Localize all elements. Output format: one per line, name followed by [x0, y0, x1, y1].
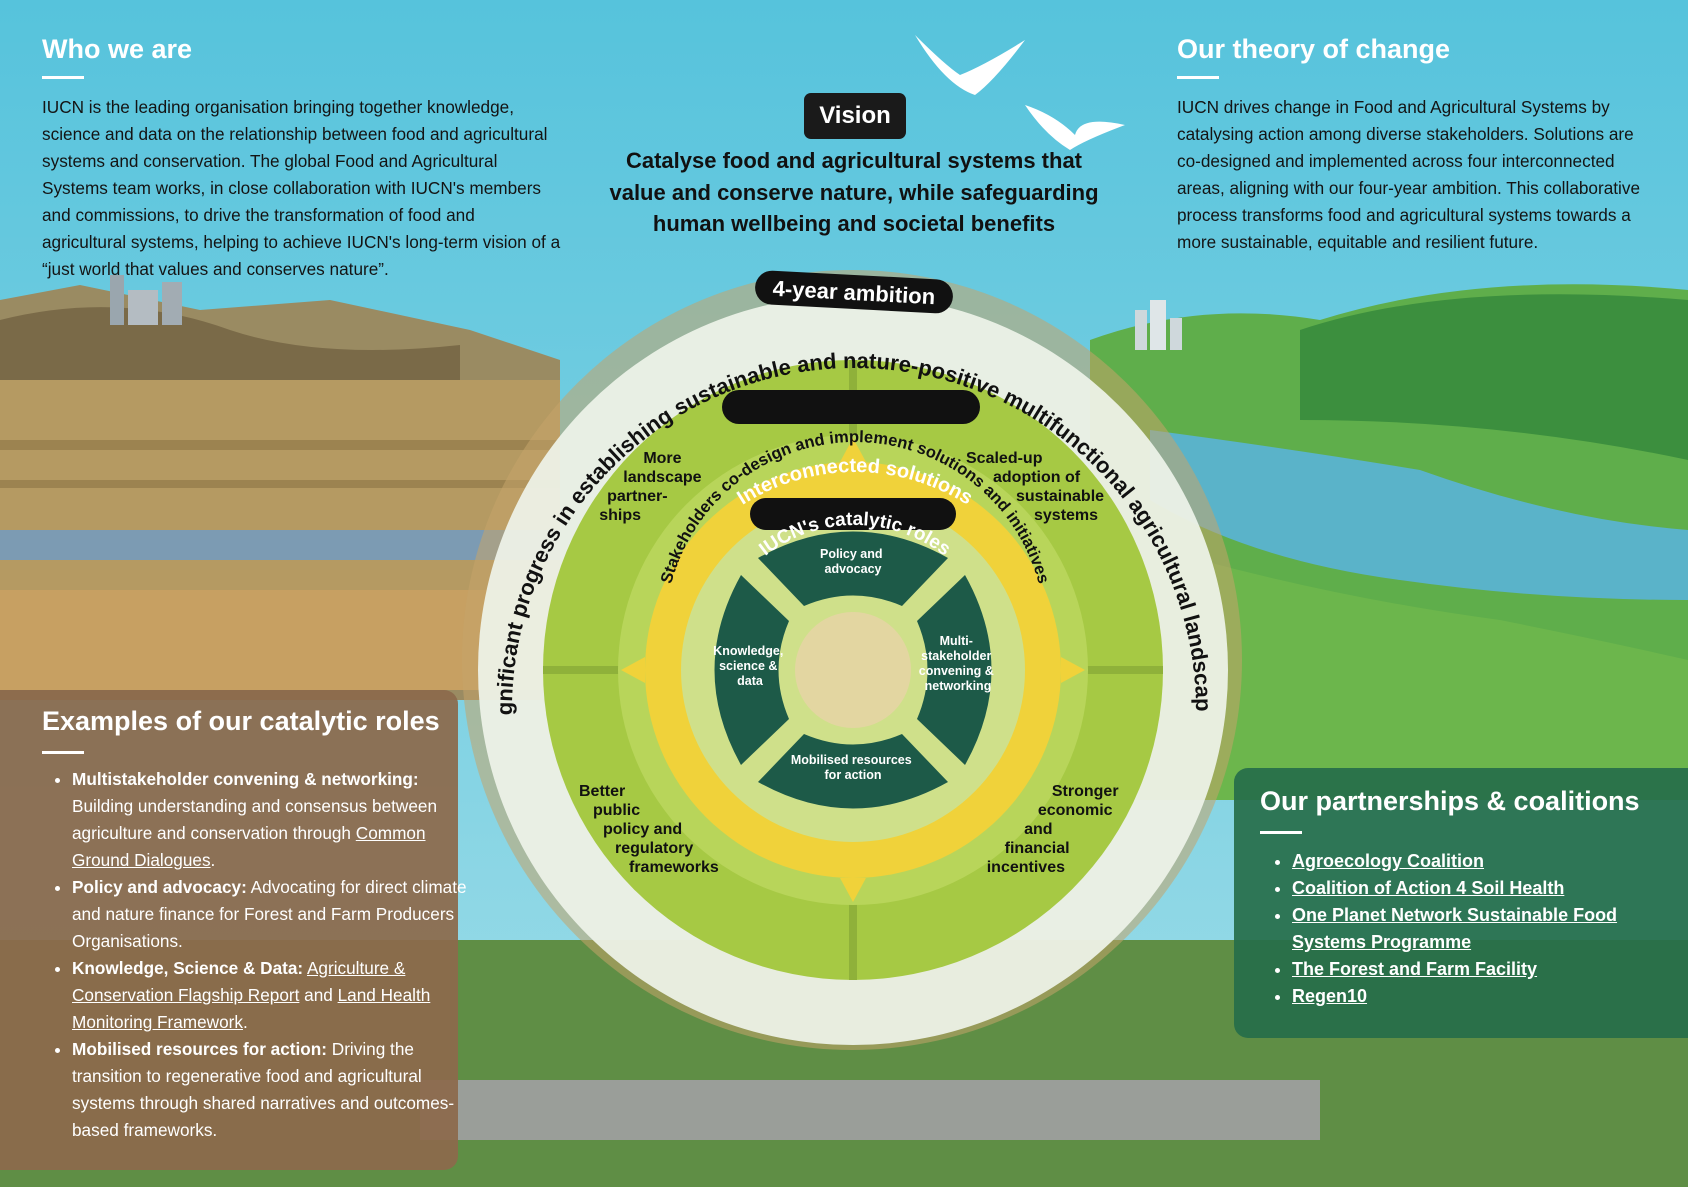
role-line: for action [825, 768, 882, 782]
role-knowledge-science-data: Knowledge, science & data [713, 644, 787, 688]
role-line: Knowledge, [713, 644, 783, 658]
solution-bottom-left-line: frameworks [629, 859, 719, 876]
theory-of-change-text: IUCN drives change in Food and Agricultu… [1177, 97, 1641, 252]
solution-bottom-right-line: economic [1038, 802, 1113, 819]
example-item-bold: Mobilised resources for action: [72, 1039, 328, 1059]
solution-bottom-right: Stronger economic and financial incentiv… [987, 783, 1123, 876]
common-ground-dialogues-link[interactable]: Common Ground Dialogues [72, 823, 426, 870]
example-item: Mobilised resources for action: Driving … [72, 1036, 477, 1144]
solution-top-left-line: landscape [623, 469, 701, 486]
example-item-text: Driving the transition to regenerative f… [72, 1039, 455, 1140]
flagship-report-link[interactable]: Agriculture & Conservation Flagship Repo… [72, 958, 406, 1005]
solution-bottom-left: Better public policy and regulatory fram… [579, 783, 719, 876]
roles-badge [750, 498, 956, 530]
road [420, 1080, 1320, 1140]
role-line: advocacy [825, 562, 882, 576]
example-item: Multistakeholder convening & networking:… [72, 766, 477, 874]
solution-top-left-line: More [643, 450, 681, 467]
role-petals [714, 531, 992, 809]
partner-link-forest-farm[interactable]: The Forest and Farm Facility [1292, 956, 1672, 983]
example-item-text: Advocating for direct climate and nature… [72, 877, 467, 951]
partnerships-title: Our partnerships & coalitions [1260, 786, 1640, 816]
solutions-badge [722, 390, 980, 424]
land-health-framework-link[interactable]: Land Health Monitoring Framework [72, 985, 431, 1032]
theory-of-change-rule [1177, 76, 1219, 79]
who-we-are-rule [42, 76, 84, 79]
role-line: science & [719, 659, 777, 673]
solution-top-right-line: systems [1034, 507, 1098, 524]
city-buildings [110, 275, 124, 325]
role-multistakeholder: Multi- stakeholder convening & networkin… [919, 634, 998, 693]
role-line: Mobilised resources [791, 753, 912, 767]
partner-link-regen10[interactable]: Regen10 [1292, 983, 1672, 1010]
solution-bottom-left-line: Better [579, 783, 625, 800]
examples-rule [42, 751, 84, 754]
solution-top-right-line: adoption of [993, 469, 1081, 486]
who-we-are-title: Who we are [42, 34, 193, 64]
solution-bottom-right-line: financial [1005, 840, 1070, 857]
solution-bottom-left-line: policy and [603, 821, 682, 838]
role-line: networking [925, 679, 992, 693]
vision-badge: Vision [804, 93, 906, 139]
example-item: Policy and advocacy: Advocating for dire… [72, 874, 477, 955]
example-item-bold: Multistakeholder convening & networking: [72, 769, 419, 789]
role-line: Multi- [940, 634, 973, 648]
role-line: Policy and [820, 547, 883, 561]
partnerships-rule [1260, 831, 1302, 834]
examples-title: Examples of our catalytic roles [42, 706, 440, 736]
example-item: Knowledge, Science & Data: Agriculture &… [72, 955, 477, 1036]
example-item-end: . [210, 850, 216, 870]
ambition-badge [755, 270, 953, 314]
example-item-end: . [242, 1012, 248, 1032]
solution-bottom-right-line: and [1024, 821, 1052, 838]
example-item-bold: Policy and advocacy: [72, 877, 247, 897]
role-line: stakeholder [921, 649, 991, 663]
partner-link-one-planet[interactable]: One Planet Network Sustainable Food Syst… [1292, 902, 1672, 956]
role-line: convening & [919, 664, 994, 678]
examples-panel [0, 690, 458, 1170]
role-mobilised-resources: Mobilised resources for action [791, 753, 915, 782]
solution-bottom-right-line: Stronger [1052, 783, 1119, 800]
direction-arrows [621, 438, 1085, 902]
partnerships-list: Agroecology Coalition Coalition of Actio… [1262, 848, 1672, 1010]
birds-illustration [915, 35, 1125, 150]
role-line: data [737, 674, 764, 688]
role-policy-advocacy: Policy and advocacy [820, 547, 886, 576]
river [1150, 430, 1688, 600]
solution-bottom-right-line: incentives [987, 859, 1065, 876]
example-item-bold: Knowledge, Science & Data: [72, 958, 304, 978]
theory-of-change-title: Our theory of change [1177, 34, 1451, 64]
example-item-text: Building understanding and consensus bet… [72, 796, 438, 843]
solution-top-right-line: Scaled-up [966, 450, 1043, 467]
who-we-are-text: IUCN is the leading organisation bringin… [42, 97, 561, 279]
solution-top-right-line: sustainable [1016, 488, 1104, 505]
vision-statement: Catalyse food and agricultural systems t… [609, 148, 1099, 236]
partnerships-panel [1234, 768, 1688, 1038]
solution-top-left-line: partner- [607, 488, 667, 505]
partner-link-agroecology[interactable]: Agroecology Coalition [1292, 848, 1672, 875]
examples-list: Multistakeholder convening & networking:… [42, 766, 477, 1144]
solution-top-right: Scaled-up adoption of sustainable system… [966, 450, 1108, 524]
solution-bottom-left-line: regulatory [615, 840, 693, 857]
solution-top-left: More landscape partner- ships [599, 450, 706, 524]
left-ridge [0, 307, 460, 380]
solution-top-left-line: ships [599, 507, 641, 524]
solution-bottom-left-line: public [593, 802, 640, 819]
partner-link-soil-health[interactable]: Coalition of Action 4 Soil Health [1292, 875, 1672, 902]
example-item-mid: and [299, 985, 338, 1005]
